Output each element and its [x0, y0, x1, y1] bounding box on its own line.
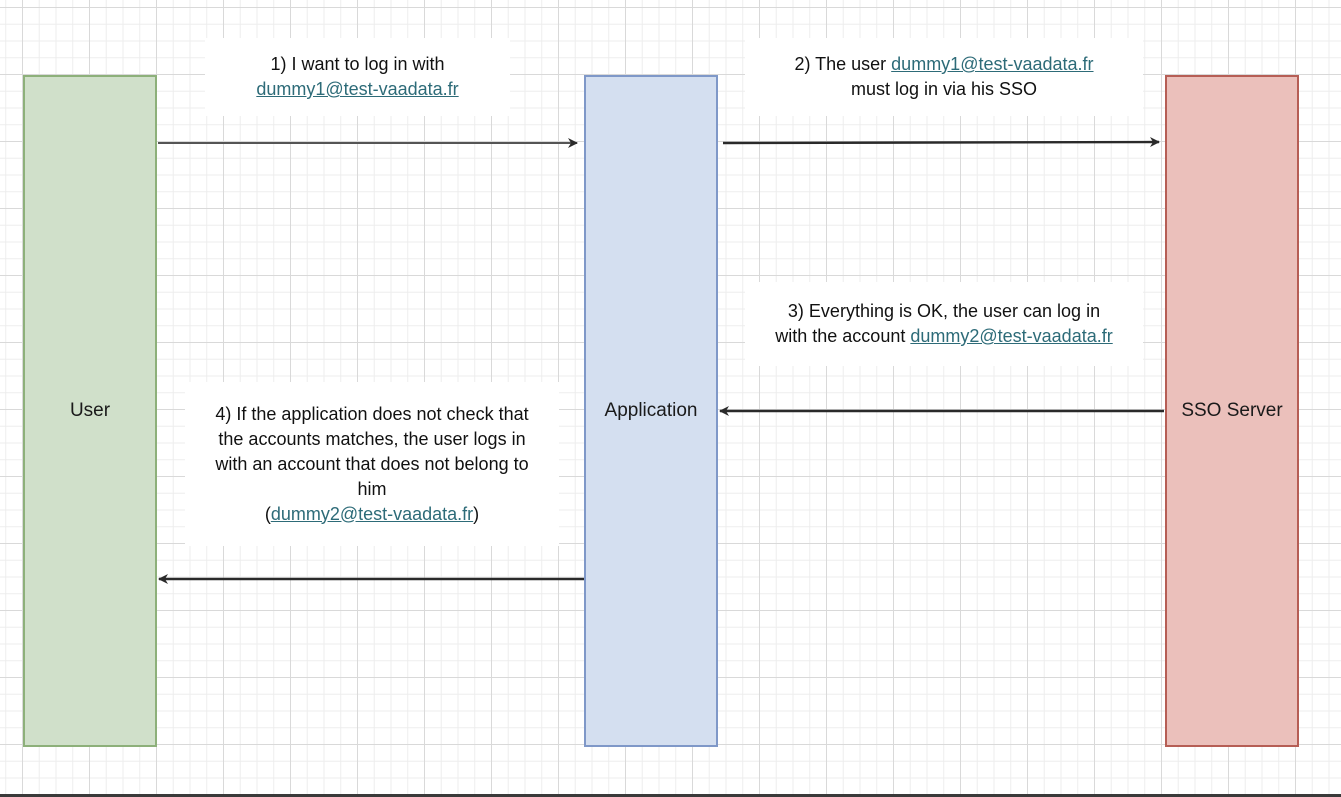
step-2-label: 2) The user dummy1@test-vaadata.fr must …	[745, 38, 1143, 116]
step-4-line4: him	[357, 478, 387, 499]
application-lane-label: Application	[604, 400, 698, 421]
step-4-line2: the accounts matches, the user logs in	[218, 428, 526, 449]
user-lane-label: User	[69, 400, 111, 421]
step-2-email-link[interactable]: dummy1@test-vaadata.fr	[891, 54, 1094, 74]
step-1-label: 1) I want to log in with dummy1@test-vaa…	[205, 38, 510, 116]
step-4-line3: with an account that does not belong to	[215, 453, 529, 474]
step-3-label: 3) Everything is OK, the user can log in…	[745, 282, 1143, 366]
sso-server-lane-label: SSO Server	[1181, 400, 1283, 421]
application-lane: Application	[584, 75, 718, 747]
step-1-email-link[interactable]: dummy1@test-vaadata.fr	[256, 79, 459, 99]
step-4-email-link[interactable]: dummy2@test-vaadata.fr	[270, 503, 474, 524]
step-4-label: 4) If the application does not check tha…	[185, 382, 559, 546]
step-2-prefix: 2) The user	[794, 54, 892, 74]
step-1-text: 1) I want to log in with	[270, 54, 445, 74]
arrow-application-to-sso	[722, 137, 1160, 148]
step-3-prefix: with the account	[775, 326, 911, 346]
sso-server-lane: SSO Server	[1165, 75, 1299, 747]
step-4-line1: 4) If the application does not check tha…	[215, 403, 529, 424]
step-3-line1: 3) Everything is OK, the user can log in	[787, 301, 1101, 321]
step-4-open-paren: (	[264, 503, 271, 524]
bottom-divider	[0, 794, 1341, 797]
user-lane: User	[23, 75, 157, 747]
step-4-close-paren: )	[473, 503, 480, 524]
step-2-suffix: must log in via his SSO	[850, 79, 1038, 99]
step-3-email-link[interactable]: dummy2@test-vaadata.fr	[910, 326, 1113, 346]
